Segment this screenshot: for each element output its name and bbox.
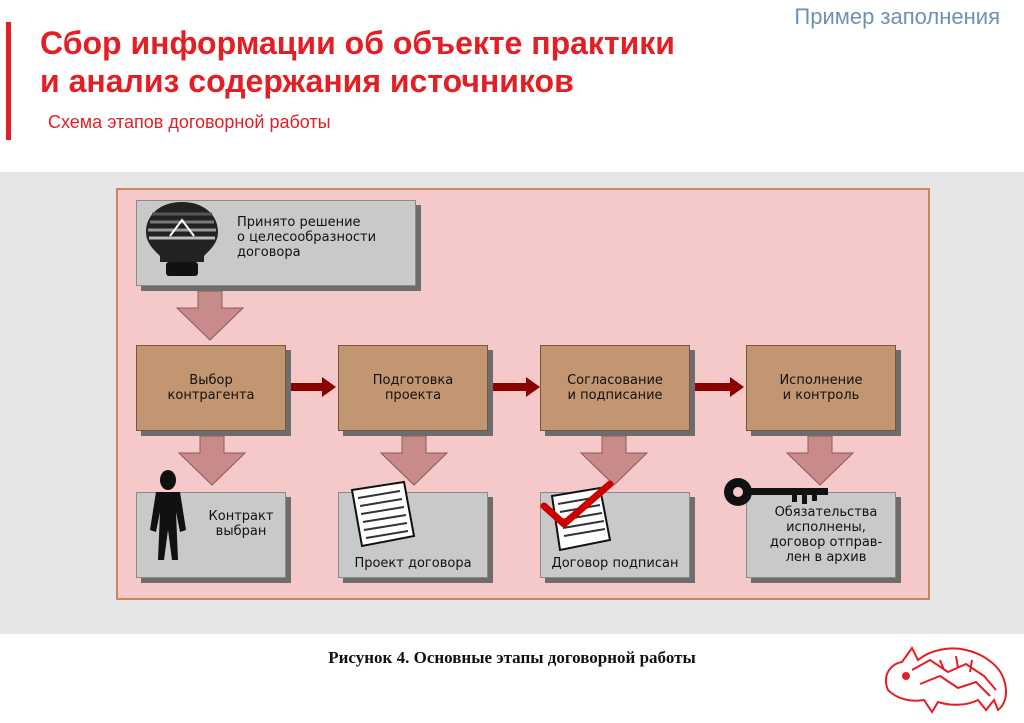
result-box-2: Проект договора [338,492,488,578]
flow-arrow-3 [694,377,744,397]
accent-bar [6,22,11,140]
result-box-4: Обязательства исполнены, договор отправ-… [746,492,896,578]
sample-label: Пример заполнения [794,4,1000,29]
stage-box-3: Согласование и подписание [540,345,690,431]
down-arrow-stage-3 [579,435,649,486]
title-line-2: и анализ содержания источников [40,63,574,99]
flow-arrow-1 [290,377,336,397]
down-arrow-stage-4 [785,435,855,486]
stage-box-2: Подготовка проекта [338,345,488,431]
result-box-1: Контракт выбран [136,492,286,578]
down-arrow-stage-1 [177,435,247,486]
result-box-3: Договор подписан [540,492,690,578]
down-arrow-stage-2 [379,435,449,486]
page-title: Сбор информации об объекте практики и ан… [40,24,675,100]
title-line-1: Сбор информации об объекте практики [40,25,675,61]
stage-box-4: Исполнение и контроль [746,345,896,431]
page-subtitle: Схема этапов договорной работы [48,112,331,132]
decision-box: Принято решение о целесообразности догов… [136,200,416,286]
down-arrow-decision [175,290,245,341]
figure-caption: Рисунок 4. Основные этапы договорной раб… [328,648,696,667]
flow-arrow-2 [492,377,540,397]
stage-box-1: Выбор контрагента [136,345,286,431]
